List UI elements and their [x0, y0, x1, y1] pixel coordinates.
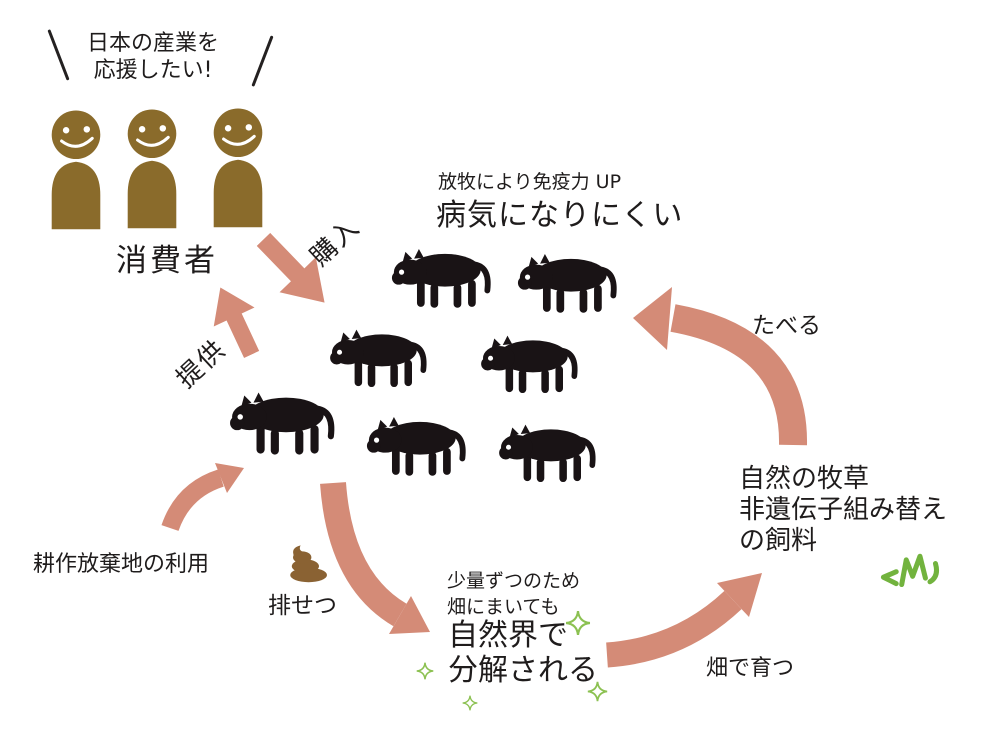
feed-text: 自然の牧草 非遺伝子組み替え の飼料: [739, 464, 947, 557]
cow-icon: [497, 419, 601, 483]
person-figure-icon: [50, 108, 102, 231]
sparkle-icon: [587, 681, 608, 702]
feed-line-1: 自然の牧草: [739, 464, 870, 494]
consumer-wish-bubble: 日本の産業を 応援したい!: [63, 30, 243, 84]
person-figure-icon: [126, 107, 178, 230]
cow-icon: [516, 248, 622, 314]
purchase-arrow-icon: [243, 220, 344, 322]
decompose-heading: 自然界で 分解される: [448, 618, 598, 688]
sparkle-icon: [565, 610, 591, 636]
cow-icon: [328, 324, 432, 388]
provide-arrow-icon: [198, 277, 275, 365]
feed-line-3: の飼料: [739, 526, 818, 556]
decompose-note: 少量ずつのため 畑にまいても: [447, 568, 580, 620]
decompose-heading-line-2: 分解される: [448, 653, 598, 688]
sparkle-icon: [462, 695, 478, 711]
grazing-immunity-note: 放牧により免疫力 UP: [438, 171, 622, 193]
grow-label: 畑で育つ: [706, 656, 795, 681]
land-use-arrow-icon: [161, 463, 244, 532]
cow-icon: [390, 243, 496, 309]
cow-icon: [365, 411, 471, 477]
grow-arrow-icon: [605, 573, 762, 668]
bubble-line-1: 日本の産業を: [86, 31, 219, 56]
bubble-slash-right-icon: [251, 35, 274, 87]
grass-icon: [880, 553, 940, 588]
decompose-heading-line-1: 自然界で: [448, 618, 568, 653]
disease-resistance-heading: 病気になりにくい: [436, 198, 684, 233]
land-use-label: 耕作放棄地の利用: [33, 552, 210, 577]
person-figure-icon: [212, 106, 264, 229]
decompose-note-line-1: 少量ずつのため: [447, 570, 581, 592]
feed-line-2: 非遺伝子組み替え: [739, 495, 948, 525]
bubble-line-2: 応援したい!: [93, 58, 213, 83]
decompose-note-line-2: 畑にまいても: [447, 596, 560, 618]
sparkle-icon: [416, 662, 434, 680]
excretion-arrow-icon: [320, 481, 430, 634]
cow-icon: [479, 330, 583, 394]
excretion-label: 排せつ: [268, 593, 337, 619]
eat-arrow-icon: [633, 287, 808, 446]
consumers-label: 消費者: [116, 243, 218, 279]
poop-icon: [290, 545, 327, 583]
eat-label: たべる: [752, 313, 821, 339]
